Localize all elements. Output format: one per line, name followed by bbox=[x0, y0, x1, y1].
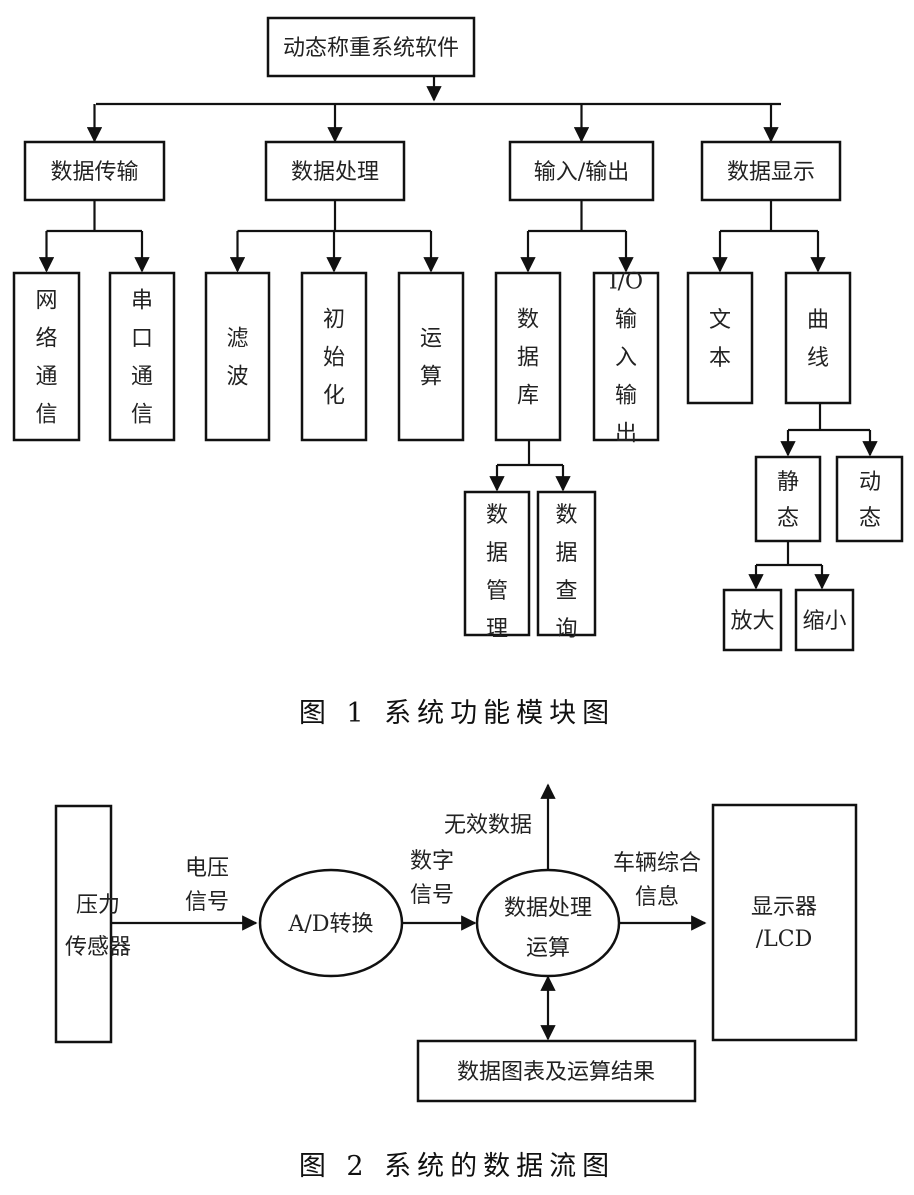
figure-1-caption: 图 1 系统功能模块图 bbox=[299, 698, 615, 729]
module-label: 数据传输 bbox=[50, 160, 138, 185]
voltage-signal-label: 电压信号 bbox=[185, 856, 229, 915]
child-label: 数据库 bbox=[517, 308, 539, 409]
child-label: 网络通信 bbox=[35, 289, 57, 428]
child-label: 文本 bbox=[709, 308, 731, 371]
processing-label: 数据处理运算 bbox=[504, 896, 592, 961]
static-child-label: 缩小 bbox=[802, 609, 846, 634]
curve-child-box bbox=[835, 455, 904, 543]
display-label: 显示器/LCD bbox=[751, 895, 817, 952]
static-child-box bbox=[794, 588, 855, 652]
curve-child-label: 静态 bbox=[777, 470, 799, 531]
database-child-label: 数据管理 bbox=[486, 503, 508, 642]
child-box bbox=[686, 271, 754, 405]
database-child-label: 数据查询 bbox=[555, 503, 577, 642]
root-node-box bbox=[266, 16, 476, 78]
figure-2-data-flow-diagram: 压力传感器 电压信号 A/D转换 数字信号数据处理运算 无效数据车辆综合信息显示器/LC… bbox=[54, 783, 858, 1103]
root-node-label: 动态称重系统软件 bbox=[283, 36, 459, 61]
child-label: 初始化 bbox=[323, 308, 345, 409]
static-child-box bbox=[722, 588, 783, 652]
results-label: 数据图表及运算结果 bbox=[457, 1060, 655, 1085]
child-box bbox=[494, 271, 562, 442]
module-label: 数据显示 bbox=[727, 160, 815, 185]
curve-child-label: 动态 bbox=[859, 470, 881, 531]
static-child-label: 放大 bbox=[730, 609, 774, 634]
child-box bbox=[397, 271, 465, 442]
child-box bbox=[300, 271, 368, 442]
child-box bbox=[204, 271, 271, 442]
ad-converter-label: A/D转换 bbox=[288, 912, 374, 937]
child-box bbox=[592, 271, 660, 442]
module-label: 数据处理 bbox=[291, 160, 379, 185]
database-child-box bbox=[536, 490, 597, 637]
figure-2-caption: 图 2 系统的数据流图 bbox=[299, 1151, 615, 1182]
module-box-1 bbox=[264, 140, 406, 202]
child-label: 运算 bbox=[420, 327, 442, 390]
invalid-data-label: 无效数据 bbox=[444, 813, 532, 838]
module-label: 输入/输出 bbox=[534, 160, 629, 185]
curve-child-box bbox=[754, 455, 822, 543]
child-label: 曲线 bbox=[807, 308, 829, 371]
child-box bbox=[108, 271, 176, 442]
child-label: 滤波 bbox=[226, 327, 248, 390]
results-box bbox=[416, 1039, 697, 1103]
display-box bbox=[711, 803, 858, 1042]
digital-signal-label: 数字信号 bbox=[410, 849, 454, 908]
sensor-label: 压力传感器 bbox=[65, 893, 131, 960]
child-box bbox=[784, 271, 852, 405]
database-child-box bbox=[463, 490, 531, 637]
child-box bbox=[12, 271, 81, 442]
module-box-0 bbox=[23, 140, 166, 202]
child-label: 串口通信 bbox=[131, 289, 153, 428]
sensor-box bbox=[54, 804, 113, 1044]
vehicle-info-label: 车辆综合信息 bbox=[613, 851, 701, 910]
